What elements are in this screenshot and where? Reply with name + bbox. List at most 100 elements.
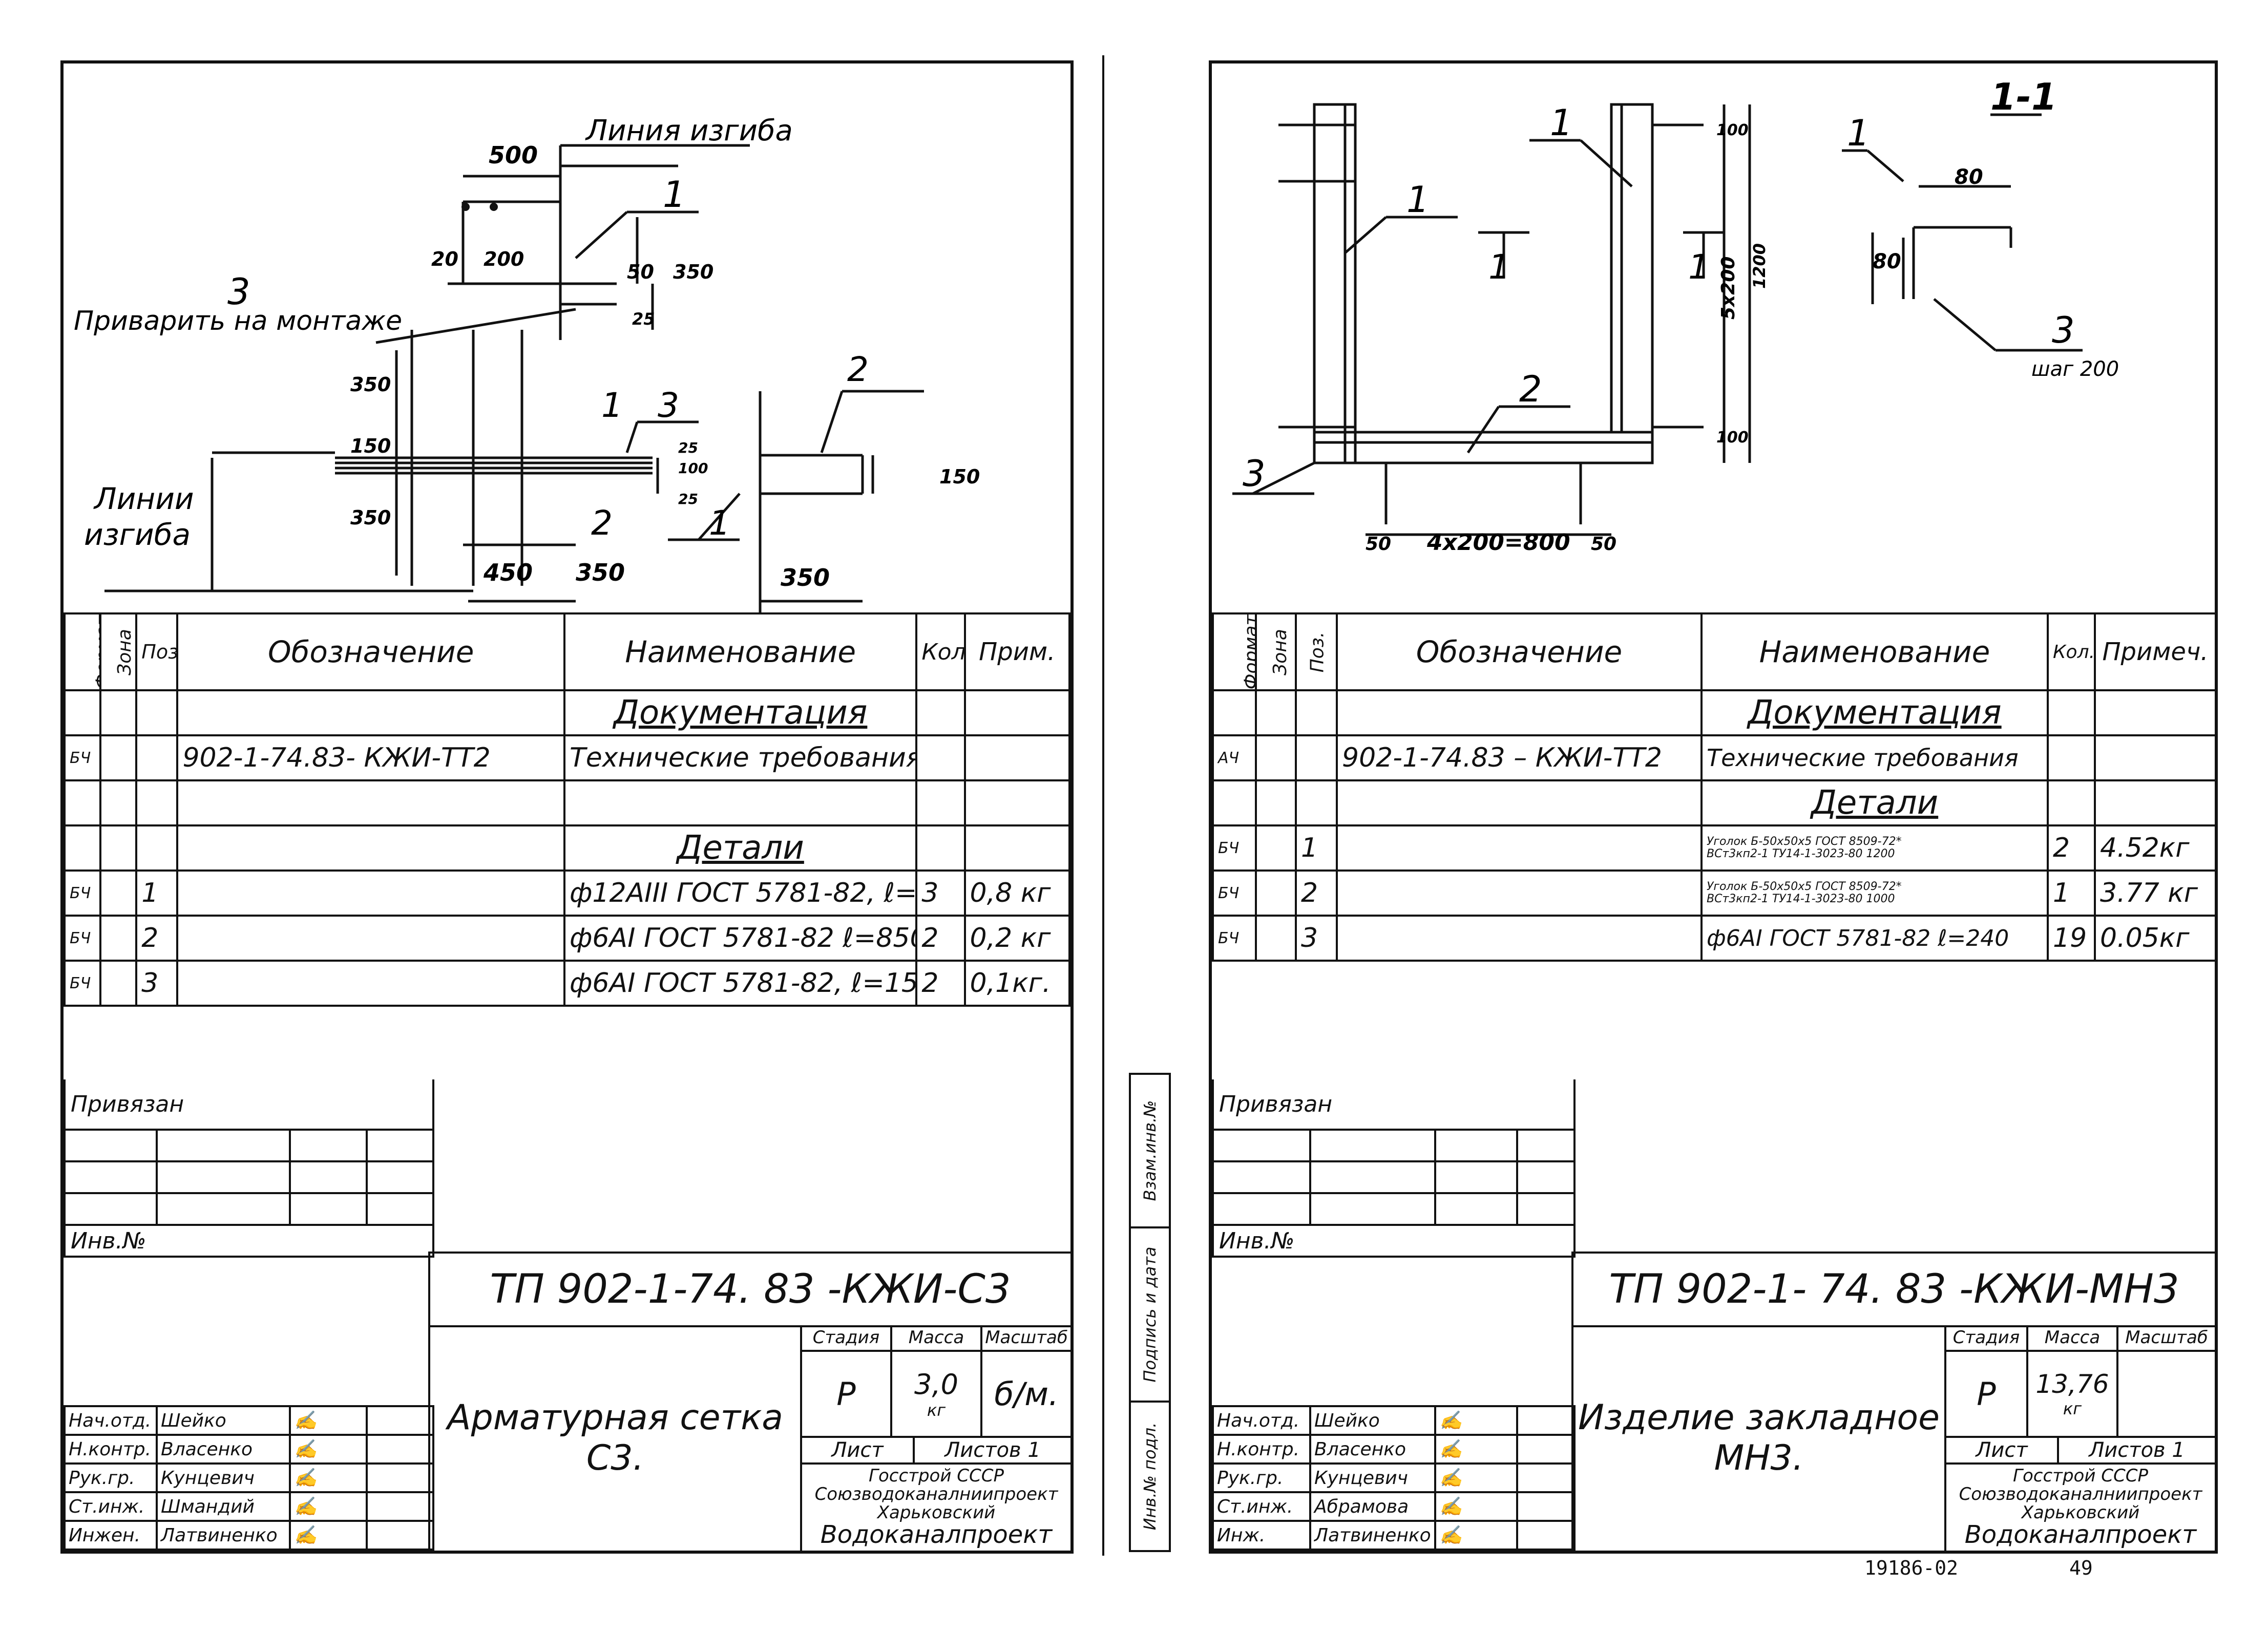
row-format: АЧ	[1212, 734, 1257, 781]
section-parts: Детали	[563, 824, 918, 872]
dim-350-d: 350	[576, 559, 625, 586]
roles-table: Нач.отд.Шейко✍ Н.контр.Власенко✍ Рук.гр.…	[64, 1405, 434, 1551]
dim-350-e: 350	[781, 564, 830, 591]
spec-table-left: Формат Зона Поз. Обозначение Наименовани…	[63, 612, 1071, 1007]
row-name: Технические требования	[563, 734, 918, 781]
col-note: Прим.	[963, 612, 1071, 691]
pos-3-top: 3	[227, 271, 250, 313]
pos-2-mid: 2	[591, 503, 613, 543]
spec-table-right: Формат Зона Поз. Обозначение Наименовани…	[1212, 612, 2217, 962]
dim-50-a: 50	[1366, 534, 1391, 555]
row-name: Технические требования	[1700, 734, 2049, 781]
pos-3-left: 3	[1243, 453, 1266, 495]
dim-500: 500	[489, 141, 538, 169]
document-title: Изделие закладное МН3.	[1573, 1325, 1946, 1551]
bend-lines-label-1: Линии	[93, 481, 194, 516]
binding-label: Привязан	[1211, 1079, 1576, 1131]
embedded-part-drawing-svg: 1-1 шаг 200 100 1200 5x200 100 50 4x200=…	[1232, 75, 2119, 556]
dim-1200: 1200	[1750, 243, 1769, 289]
section-docs: Документация	[563, 689, 918, 736]
document-code: ТП 902-1-74. 83 -КЖИ-С3	[430, 1254, 1070, 1327]
side-cell-replacement: Взам.инв.№	[1131, 1075, 1169, 1228]
archive-number: 19186-02	[1864, 1557, 1959, 1579]
cut-mark-right: 1	[1688, 247, 1710, 287]
sheet-separator	[1102, 55, 1104, 1556]
section-parts: Детали	[1700, 779, 2049, 826]
col-zone: Зона	[1255, 612, 1297, 691]
dim-50: 50	[627, 261, 654, 283]
dim-350-b: 350	[350, 373, 391, 396]
scale-value	[2116, 1352, 2215, 1438]
rebar-mesh-drawing-svg: Линия изгиба Приварить на монтаже Линии …	[74, 114, 980, 612]
organization: Госстрой СССР Союзводоканалниипроект Хар…	[1944, 1465, 2215, 1551]
side-cell-signature: Подпись и дата	[1131, 1228, 1169, 1403]
dim-25-c: 25	[678, 491, 698, 507]
col-name: Наименование	[563, 612, 918, 691]
dim-100-a: 100	[1716, 121, 1749, 139]
dim-150-b: 150	[939, 465, 980, 488]
inv-label: Инв.№	[1211, 1224, 1576, 1258]
col-zone: Зона	[99, 612, 138, 691]
document-title: Арматурная сетка С3.	[430, 1325, 802, 1551]
bend-lines-label-2: изгиба	[84, 517, 191, 552]
col-note: Примеч.	[2094, 612, 2217, 691]
col-designation: Обозначение	[176, 612, 565, 691]
col-pos: Поз.	[1295, 612, 1338, 691]
weld-note: Приварить на монтаже	[74, 306, 402, 336]
col-format: Формат	[1212, 612, 1257, 691]
pos-3-mid: 3	[658, 386, 679, 425]
dim-200: 200	[484, 248, 524, 270]
bend-line-label: Линия изгиба	[585, 114, 793, 147]
col-qty: Кол.	[915, 612, 966, 691]
col-qty: Кол.	[2047, 612, 2096, 691]
col-pos: Поз.	[135, 612, 179, 691]
binding-table: Привязан Инв.№	[1211, 1079, 1576, 1258]
row-format: БЧ	[63, 734, 102, 781]
row-designation: 902-1-74.83- КЖИ-ТТ2	[176, 734, 565, 781]
step-label: шаг 200	[2031, 357, 2119, 381]
drawing-rebar-mesh: Линия изгиба Приварить на монтаже Линии …	[64, 63, 1070, 612]
stage-value: Р	[1944, 1352, 2026, 1438]
drawing-embedded-part: 1-1 шаг 200 100 1200 5x200 100 50 4x200=…	[1212, 63, 2215, 612]
title-stamp-left: Привязан Инв.№ ТП 902-1-74. 83 -КЖИ-С3 А…	[63, 1079, 1070, 1551]
dim-80-b: 80	[1873, 250, 1901, 273]
dim-350-a: 350	[673, 261, 713, 283]
pos-2: 2	[1519, 368, 1542, 410]
table-row: БЧ1 ф12АIII ГОСТ 5781-82, ℓ=85030,8 кг	[63, 869, 1071, 917]
sheet-embedded-part-mn3: 1-1 шаг 200 100 1200 5x200 100 50 4x200=…	[1209, 60, 2218, 1554]
sheet-rebar-mesh-c3: Линия изгиба Приварить на монтаже Линии …	[60, 60, 1074, 1554]
stage-value: Р	[800, 1352, 890, 1438]
roles-table: Нач.отд.Шейко✍ Н.контр.Власенко✍ Рук.гр.…	[1212, 1405, 1576, 1551]
pos-1-low: 1	[709, 503, 730, 543]
pos-1-top: 1	[663, 174, 686, 216]
section-docs: Документация	[1700, 689, 2049, 736]
pos-1-left: 1	[1406, 179, 1430, 221]
title-block: ТП 902-1- 74. 83 -КЖИ-МН3 Изделие заклад…	[1571, 1252, 2215, 1551]
pos-3-section: 3	[2052, 309, 2075, 351]
dim-25-b: 25	[678, 439, 698, 456]
col-format: Формат	[63, 612, 102, 691]
dim-50-b: 50	[1591, 534, 1616, 555]
binding-label: Привязан	[63, 1079, 435, 1131]
dim-100: 100	[678, 460, 708, 477]
dim-4x200: 4x200=800	[1426, 529, 1570, 556]
organization: Госстрой СССР Союзводоканалниипроект Хар…	[800, 1465, 1070, 1551]
dim-80-a: 80	[1955, 165, 1983, 189]
pos-1-mid: 1	[601, 386, 623, 425]
side-approval-column: Взам.инв.№ Подпись и дата Инв.№ подл.	[1129, 1073, 1171, 1552]
row-designation: 902-1-74.83 – КЖИ-ТТ2	[1336, 734, 1703, 781]
dim-20: 20	[431, 248, 458, 270]
dim-150: 150	[350, 435, 391, 457]
title-block: ТП 902-1-74. 83 -КЖИ-С3 Арматурная сетка…	[428, 1252, 1070, 1551]
col-designation: Обозначение	[1336, 612, 1703, 691]
side-cell-inventory: Инв.№ подл.	[1140, 1422, 1160, 1531]
pos-2-right: 2	[847, 350, 869, 389]
binding-table: Привязан Инв.№	[63, 1079, 435, 1258]
